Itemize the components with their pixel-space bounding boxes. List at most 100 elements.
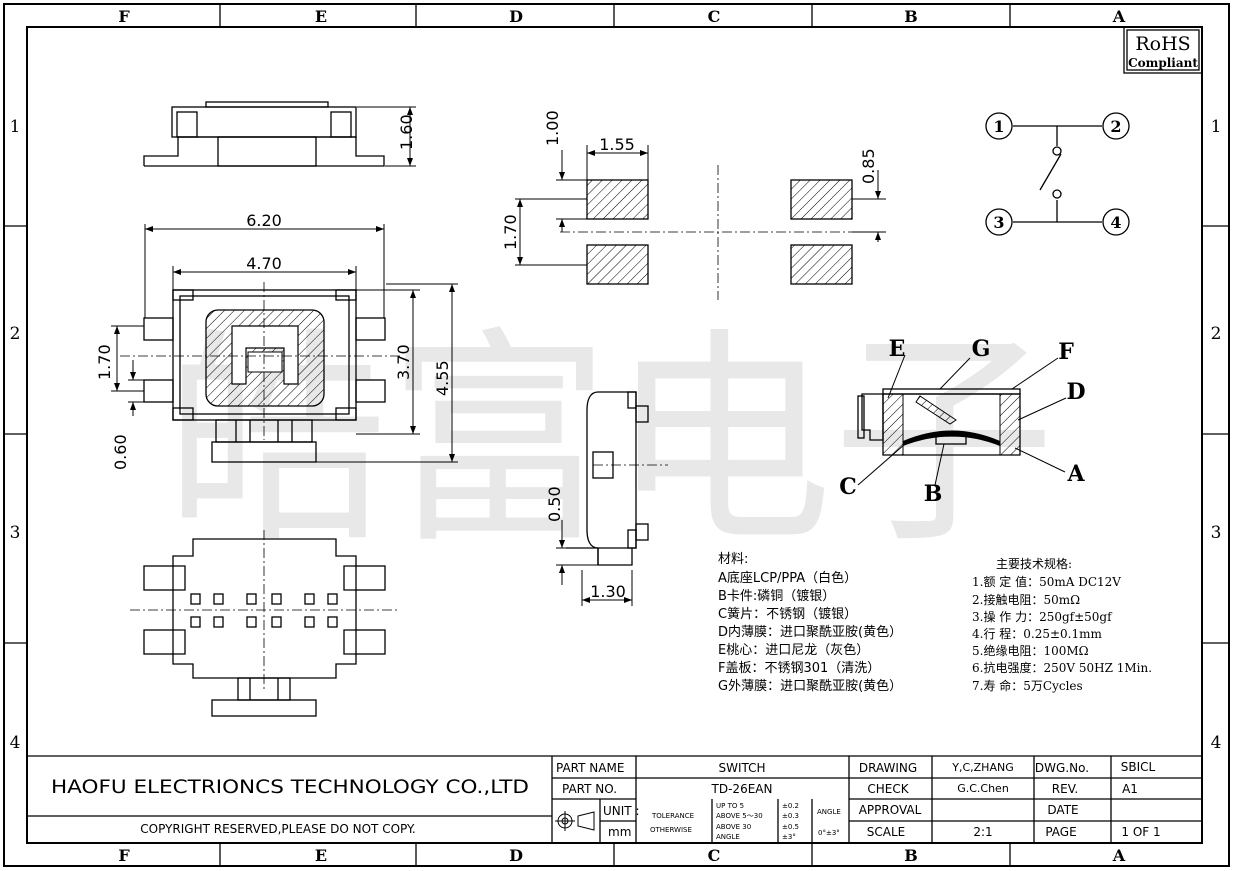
unit-value: mm <box>608 825 631 839</box>
section-label-a: A <box>1066 461 1085 487</box>
section-label-f: F <box>1058 339 1074 365</box>
row-label-1: 1 <box>10 117 21 137</box>
specs-title: 主要技术规格: <box>996 556 1072 571</box>
projection-symbol-icon <box>555 811 595 831</box>
frame-column-labels-top: F E D C B A <box>118 7 1125 26</box>
pin-label-4: 4 <box>1110 213 1121 232</box>
scale-label: SCALE <box>867 825 905 839</box>
materials-item: F盖板：不锈钢301（清洗） <box>718 661 880 676</box>
tolerance-label: TOLERANCE <box>651 812 694 820</box>
page-label: PAGE <box>1045 825 1076 839</box>
check-value: G.C.Chen <box>957 782 1009 795</box>
part-no-value: TD-26EAN <box>711 782 773 796</box>
section-label-c: C <box>839 474 857 500</box>
pin-label-3: 3 <box>993 213 1004 232</box>
col-label-d: D <box>509 7 523 26</box>
title-block: HAOFU ELECTRIONCS TECHNOLOGY CO.,LTD COP… <box>27 755 1202 843</box>
pin-label-1: 1 <box>993 117 1004 136</box>
section-label-b: B <box>924 481 943 507</box>
materials-item: E桃心：进口尼龙（灰色） <box>718 642 869 658</box>
specifications-list: 主要技术规格: 1.额 定 值：50mA DC12V 2.接触电阻：50mΩ 3… <box>972 556 1152 693</box>
tolerance-value: ±0.3 <box>782 812 799 820</box>
plan-view: 6.20 4.70 <box>95 211 458 470</box>
tolerance-range: ABOVE 5～30 <box>716 812 763 820</box>
col-label-e: E <box>315 846 327 865</box>
row-label-1: 1 <box>1211 117 1222 137</box>
col-label-c: C <box>708 7 721 26</box>
dim-pad-085: 0.85 <box>859 148 878 184</box>
col-label-a: A <box>1112 846 1126 865</box>
col-label-b: B <box>904 846 918 865</box>
sheet-frame <box>3 3 1230 867</box>
frame-column-labels-bottom: F E D C B A <box>118 846 1125 865</box>
side-view: 0.50 1.30 <box>545 391 668 606</box>
bottom-view <box>130 530 400 717</box>
col-label-f: F <box>118 7 130 26</box>
row-label-3: 3 <box>10 523 21 543</box>
dim-width-470: 4.70 <box>246 254 282 273</box>
dim-pin-060: 0.60 <box>111 434 130 470</box>
pin-label-2: 2 <box>1110 117 1121 136</box>
part-no-label: PART NO. <box>562 782 617 796</box>
col-label-b: B <box>904 7 918 26</box>
dim-pad-170: 1.70 <box>501 214 520 250</box>
tolerance-value: ±0.5 <box>782 823 799 831</box>
tolerance-value: ±3° <box>782 833 796 841</box>
dim-height-160: 1.60 <box>397 114 416 150</box>
row-label-4: 4 <box>10 733 21 753</box>
rohs-title: RoHS <box>1135 33 1190 55</box>
pcb-footprint: 1.55 1.00 1.70 0.85 <box>501 110 886 300</box>
section-label-d: D <box>1066 379 1085 405</box>
col-label-d: D <box>509 846 523 865</box>
check-label: CHECK <box>867 782 909 796</box>
approval-label: APPROVAL <box>859 803 922 817</box>
frame-row-labels-right: 1 2 3 4 <box>1211 117 1222 753</box>
dim-pad-155: 1.55 <box>599 135 635 154</box>
materials-title: 材料: <box>718 552 748 567</box>
copyright-notice: COPYRIGHT RESERVED,PLEASE DO NOT COPY. <box>140 822 415 836</box>
company-name: HAOFU ELECTRIONCS TECHNOLOGY CO.,LTD <box>51 776 529 798</box>
col-label-c: C <box>708 846 721 865</box>
section-label-e: E <box>889 336 906 362</box>
rohs-subtitle: Compliant <box>1128 56 1198 70</box>
rohs-badge: RoHS Compliant <box>1123 26 1203 74</box>
drawing-label: DRAWING <box>859 761 917 775</box>
side-profile-view: 1.60 <box>143 101 416 167</box>
angle-label: ANGLE <box>817 808 841 816</box>
dim-total-455: 4.55 <box>433 360 452 396</box>
part-name-label: PART NAME <box>556 761 624 775</box>
specs-item: 4.行 程：0.25±0.1mm <box>972 626 1103 641</box>
tolerance-value: ±0.2 <box>782 802 799 810</box>
col-label-a: A <box>1112 7 1126 26</box>
dwg-no-label: DWG.No. <box>1035 761 1089 775</box>
part-name-value: SWITCH <box>718 761 765 775</box>
drawing-value: Y,C,ZHANG <box>951 761 1013 774</box>
materials-item: C簧片：不锈钢（镀银） <box>718 606 857 622</box>
section-label-g: G <box>972 336 991 362</box>
specs-item: 7.寿 命：5万Cycles <box>972 678 1083 693</box>
specs-item: 2.接触电阻：50mΩ <box>972 592 1080 607</box>
angle-value: 0°±3° <box>818 829 840 837</box>
rev-value: A1 <box>1122 782 1138 796</box>
rev-label: REV. <box>1052 782 1078 796</box>
materials-item: B卡件:磷铜（镀银） <box>718 588 835 604</box>
dwg-no-value: SBICL <box>1121 760 1156 774</box>
col-label-f: F <box>118 846 130 865</box>
row-label-3: 3 <box>1211 523 1222 543</box>
row-label-2: 2 <box>10 324 21 344</box>
frame-row-labels-left: 1 2 3 4 <box>10 117 21 753</box>
dim-pitch-170: 1.70 <box>95 344 114 380</box>
dim-side-130: 1.30 <box>590 582 626 601</box>
section-view: E G F D C B A <box>839 336 1085 507</box>
tolerance-range: ANGLE <box>716 833 740 841</box>
date-label: DATE <box>1047 803 1078 817</box>
specs-item: 3.操 作 力：250gf±50gf <box>972 609 1113 624</box>
dim-width-620: 6.20 <box>246 211 282 230</box>
page-value: 1 OF 1 <box>1121 825 1160 839</box>
scale-value: 2:1 <box>973 825 992 839</box>
specs-item: 5.绝缘电阻：100MΩ <box>972 643 1089 658</box>
materials-item: G外薄膜：进口聚酰亚胺(黄色） <box>718 678 902 694</box>
specs-item: 1.额 定 值：50mA DC12V <box>972 574 1121 589</box>
tolerance-range: UP TO 5 <box>716 802 744 810</box>
